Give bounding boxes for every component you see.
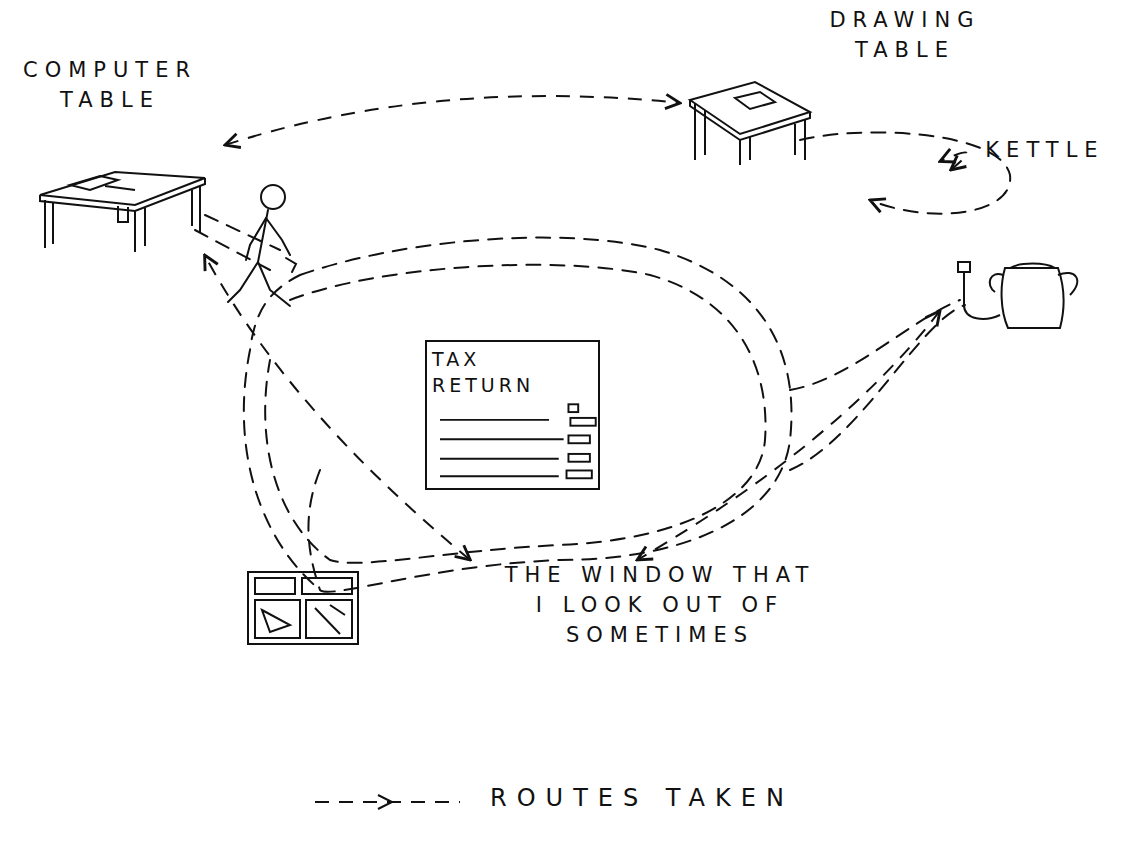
place-node: COMPUTER TABLE	[10, 55, 225, 255]
place-label: THE WINDOW THAT I LOOK OUT OF SOMETIMES	[495, 560, 825, 650]
route-spoke	[790, 305, 965, 470]
walking-person	[228, 185, 296, 306]
place-label: COMPUTER TABLE	[10, 55, 210, 115]
place-illustration	[940, 135, 1124, 335]
place-label: TAX RETURN	[432, 346, 572, 398]
route-strand	[265, 265, 765, 563]
legend-sample	[315, 795, 460, 809]
place-node: DRAWING TABLE	[680, 5, 1015, 170]
place-label: KETTLE	[965, 135, 1124, 165]
route-spoke	[790, 300, 960, 390]
route-strand	[244, 238, 792, 592]
route-connector	[225, 96, 680, 145]
route-connector	[940, 152, 967, 170]
place-illustration	[10, 55, 225, 255]
legend-text: ROUTES TAKEN	[490, 784, 794, 812]
place-label: DRAWING TABLE	[790, 5, 1020, 65]
form-box: TAX RETURN	[425, 340, 600, 490]
place-node: THE WINDOW THAT I LOOK OUT OF SOMETIMES	[240, 560, 840, 720]
place-node: KETTLE	[940, 135, 1124, 335]
route-loop	[800, 132, 1010, 213]
route-connector	[637, 311, 940, 560]
